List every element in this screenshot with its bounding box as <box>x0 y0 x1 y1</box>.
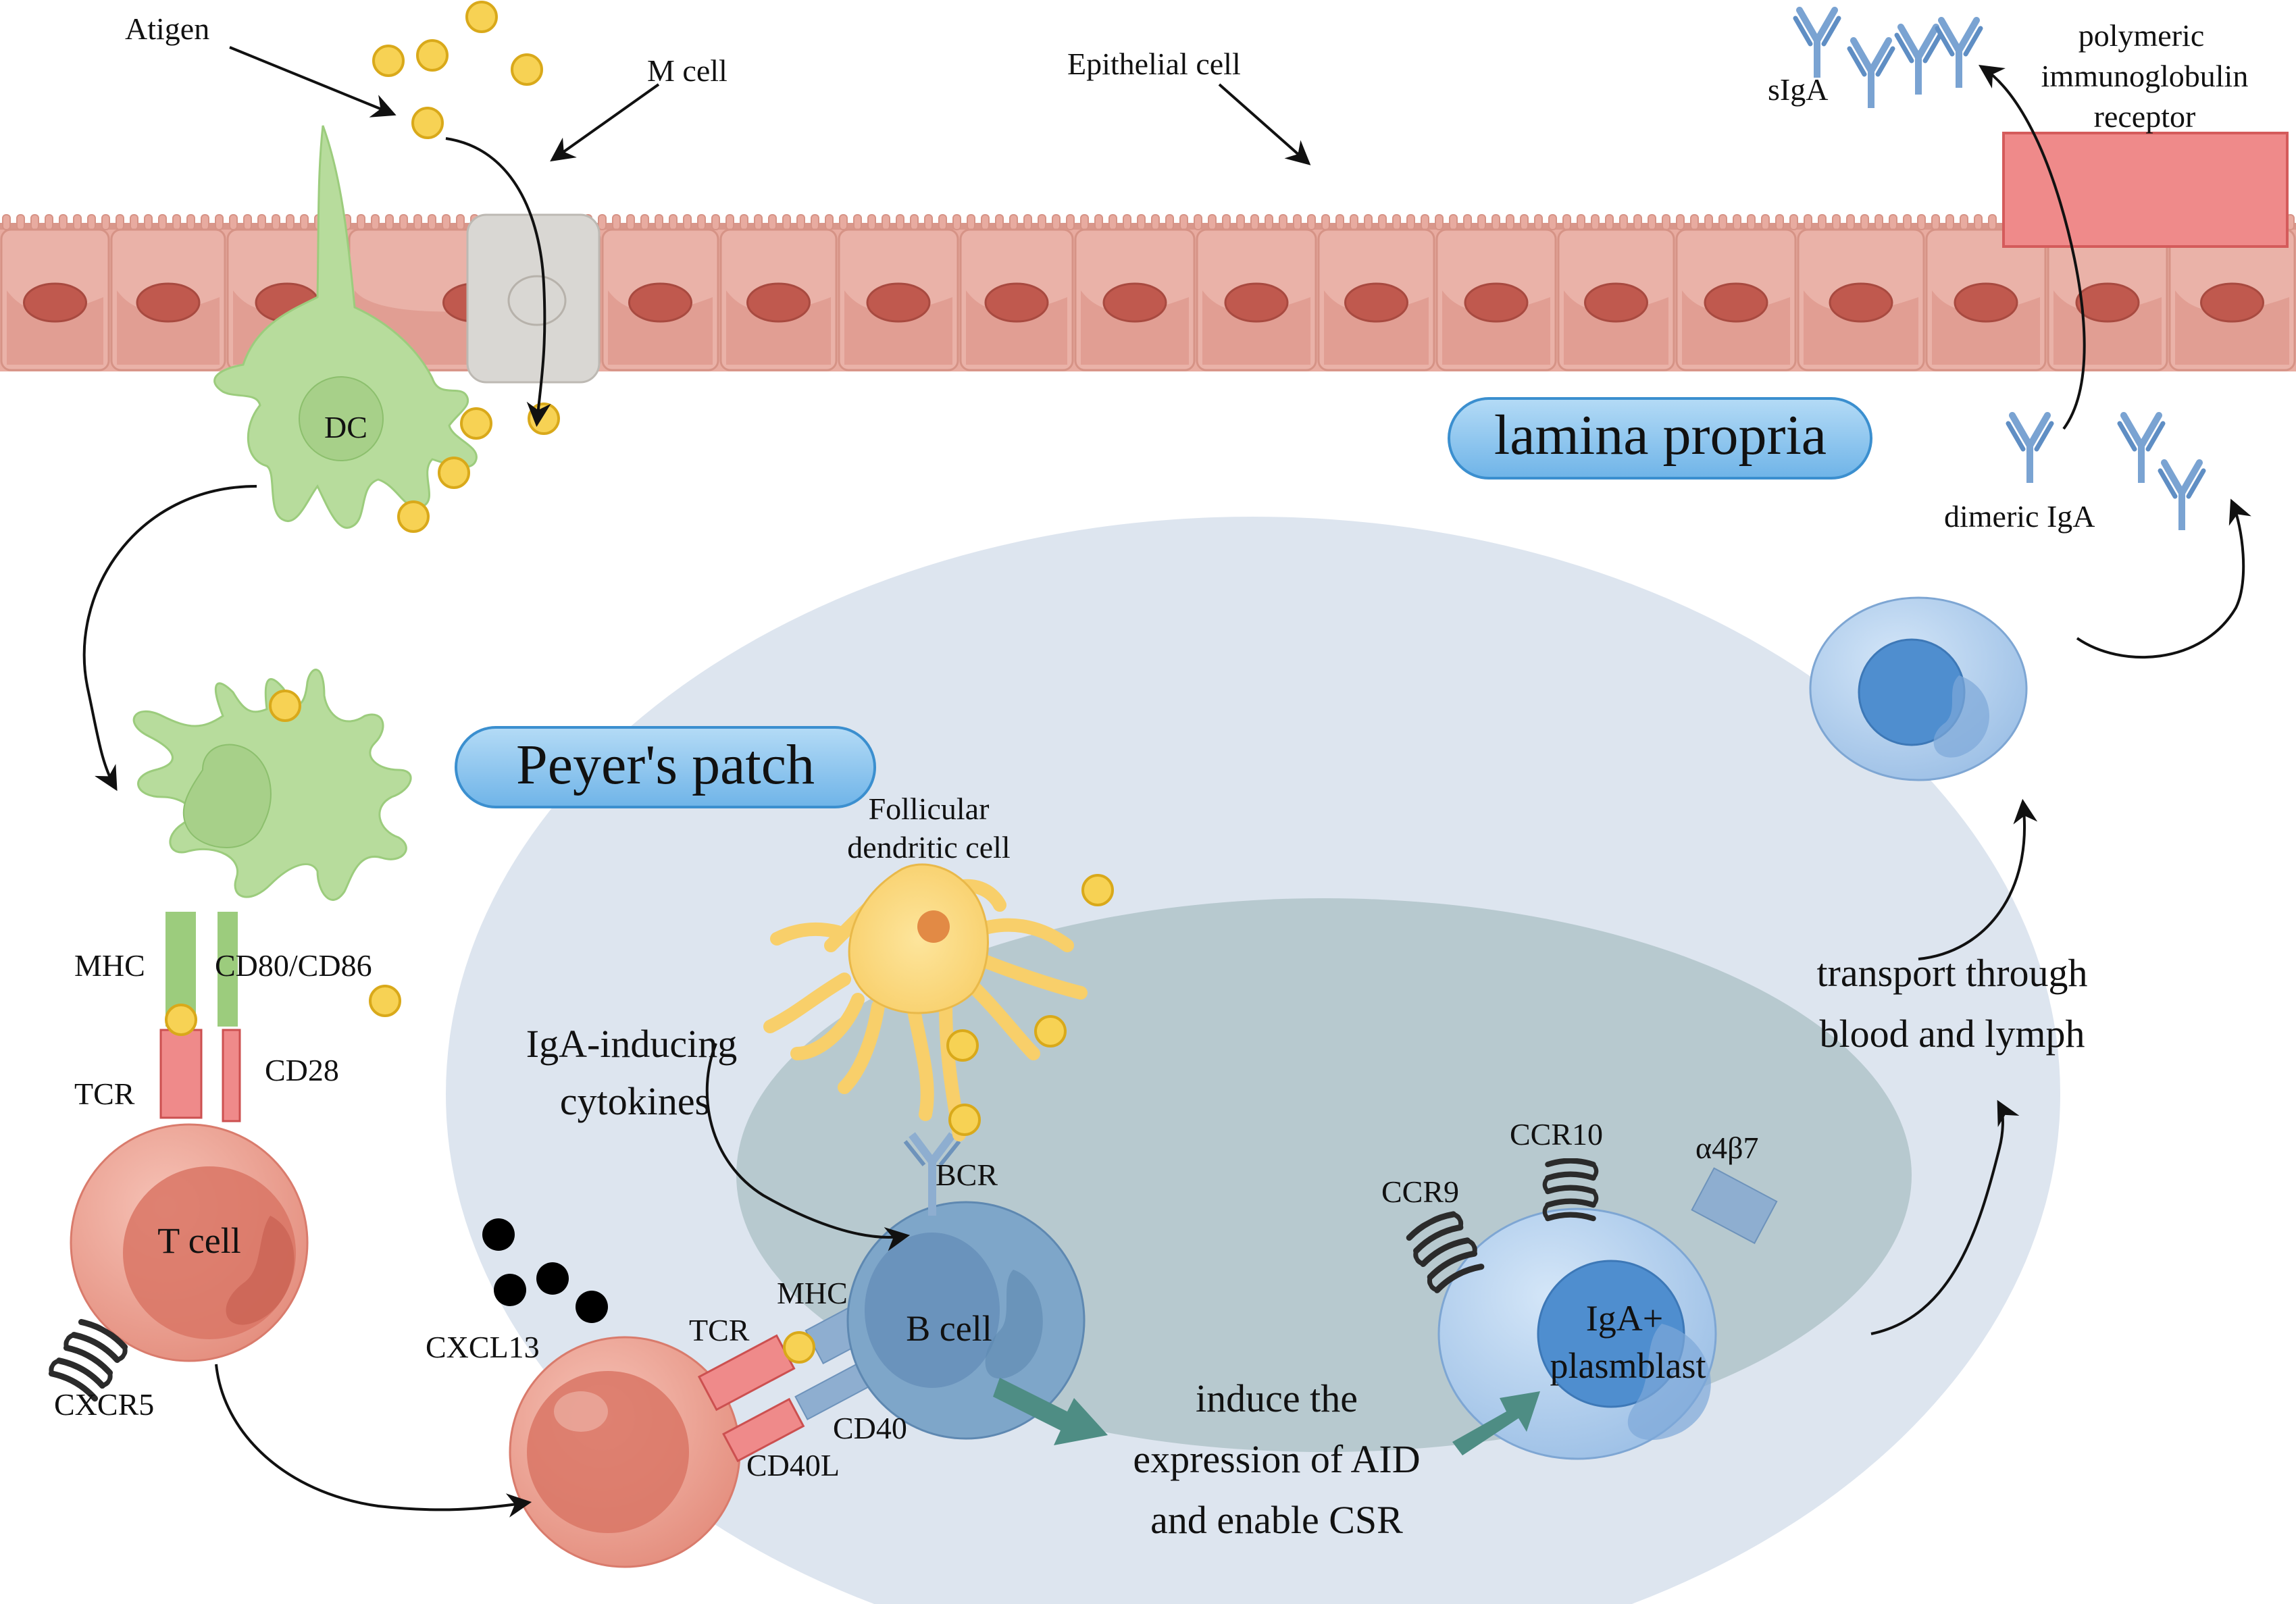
cd40l-receptor <box>722 1397 805 1463</box>
dimeric-iga-label: dimeric IgA <box>1944 499 2095 534</box>
antigen-label: Atigen <box>125 11 209 46</box>
plasmablast-label-2: plasmblast <box>1550 1345 1706 1386</box>
b-cell: B cell <box>846 1201 1086 1440</box>
fdc-label-1: Follicular <box>869 792 990 826</box>
fdc-label-2: dendritic cell <box>847 830 1010 864</box>
antigen-particles <box>165 1 1114 1364</box>
bcr-label: BCR <box>936 1158 998 1192</box>
tcr-receptor-1 <box>159 1029 203 1119</box>
cd28-receptor <box>222 1029 241 1122</box>
mhc-dc-label: MHC <box>74 948 145 983</box>
induce-label-1: induce the <box>1196 1376 1358 1420</box>
a4b7-receptor <box>1691 1167 1778 1245</box>
induce-label-2: expression of AID <box>1133 1437 1420 1481</box>
cxcl13-chemokines <box>482 1218 608 1323</box>
cxcr5-label: CXCR5 <box>54 1387 154 1422</box>
cd40l-label: CD40L <box>746 1448 840 1482</box>
peyers-patch-label: Peyer's patch <box>516 733 815 796</box>
tcr-label-1: TCR <box>74 1077 135 1111</box>
cd40-label: CD40 <box>833 1411 907 1445</box>
pigr-label-3: receptor <box>2094 99 2196 134</box>
iga-plasmablast: IgA+ plasmblast <box>1437 1208 1717 1460</box>
cd28-label: CD28 <box>265 1053 339 1087</box>
dc-label: DC <box>324 410 367 444</box>
induce-label-3: and enable CSR <box>1150 1498 1403 1542</box>
b-cell-label: B cell <box>906 1308 992 1349</box>
plasmablast-label-1: IgA+ <box>1586 1298 1663 1339</box>
iga-cytokines-label-1: IgA-inducing <box>526 1022 738 1066</box>
plasma-cell-lamina <box>1809 596 2028 781</box>
cxcl13-label: CXCL13 <box>426 1330 540 1364</box>
transport-label-2: blood and lymph <box>1819 1012 2085 1056</box>
peyers-patch-badge: Peyer's patch <box>455 726 876 808</box>
t-follicular-helper-cell <box>509 1336 741 1568</box>
transport-label-1: transport through <box>1816 951 2087 995</box>
tcr-label-2: TCR <box>689 1313 750 1347</box>
a4b7-label: α4β7 <box>1695 1131 1759 1165</box>
iga-cytokines-label-2: cytokines <box>560 1079 710 1123</box>
lamina-propria-badge: lamina propria <box>1448 397 1872 480</box>
mhc-b-label: MHC <box>777 1276 848 1310</box>
dendritic-cell-presenting <box>132 669 412 1027</box>
teal-arrows <box>993 1378 1540 1455</box>
cd80-cd86-stalk <box>218 912 238 1027</box>
epithelial-cells <box>0 228 2296 371</box>
ccr9-label: CCR9 <box>1381 1174 1459 1209</box>
pigr-label-2: immunoglobulin <box>2041 59 2249 93</box>
bcr-receptor <box>903 1132 961 1216</box>
t-cell-label: T cell <box>157 1220 240 1261</box>
cd80-cd86-label: CD80/CD86 <box>215 948 372 983</box>
m-cell-label: M cell <box>647 53 728 88</box>
siga-label: sIgA <box>1768 72 1828 107</box>
pigr-label-1: polymeric <box>2078 18 2205 53</box>
pigr-receptor <box>2002 132 2289 248</box>
follicular-dendritic-cell <box>763 863 1088 1141</box>
epithelial-cell-label: Epithelial cell <box>1067 47 1241 81</box>
ccr10-label: CCR10 <box>1510 1117 1603 1152</box>
t-cell: T cell <box>70 1123 309 1362</box>
m-cell <box>466 213 601 384</box>
dendritic-cell-top: DC <box>213 125 478 529</box>
arrows <box>82 46 2251 1518</box>
lamina-propria-label: lamina propria <box>1494 404 1827 467</box>
